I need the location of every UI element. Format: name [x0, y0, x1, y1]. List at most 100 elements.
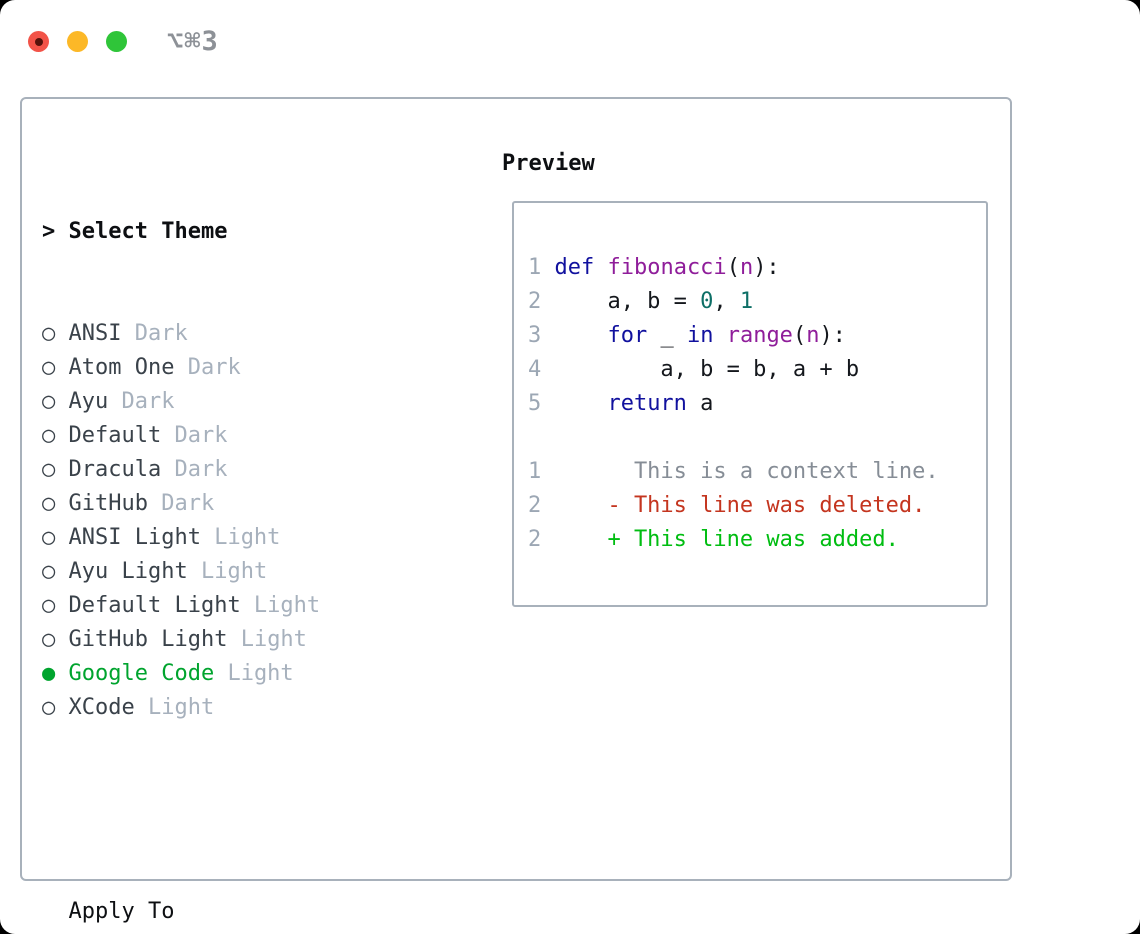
preview-line: 2 + This line was added.	[528, 523, 974, 557]
code-token-lit: 1	[739, 289, 754, 314]
code-token-pln: ,	[713, 289, 740, 314]
code-token-kw: in	[686, 323, 714, 348]
select-theme-header: > Select Theme	[42, 215, 472, 249]
radio-icon: ○	[42, 321, 69, 346]
minimize-button[interactable]	[67, 31, 88, 52]
code-token-kw: def	[554, 255, 595, 280]
radio-icon: ○	[42, 355, 69, 380]
line-number: 1	[528, 255, 542, 280]
spacer	[42, 793, 472, 827]
radio-icon: ○	[42, 423, 69, 448]
code-token-pln: _	[647, 323, 687, 348]
preview-line: 2 a, b = 0, 1	[528, 285, 974, 319]
preview-line: 5 return a	[528, 387, 974, 421]
preview-line: 1 This is a context line.	[528, 455, 974, 489]
theme-option-default-light[interactable]: ○ Default Light Light	[42, 589, 472, 623]
option-label: XCode	[68, 695, 135, 720]
option-variant-label: Light	[227, 627, 307, 652]
option-label: GitHub Light	[68, 627, 228, 652]
radio-selected-icon: ●	[42, 661, 69, 686]
preview-line: 3 for _ in range(n):	[528, 319, 974, 353]
preview-line: 4 a, b = b, a + b	[528, 353, 974, 387]
preview-title: Preview	[502, 151, 595, 176]
code-token-typ: n	[806, 323, 820, 348]
preview-line: 1 def fibonacci(n):	[528, 251, 974, 285]
theme-option-default[interactable]: ○ Default Dark	[42, 419, 472, 453]
option-label: Ayu Light	[68, 559, 188, 584]
code-token-del: - This line was deleted.	[554, 493, 926, 518]
code-token-pln: a, b =	[554, 289, 701, 314]
radio-icon: ○	[42, 491, 69, 516]
option-variant-label: Dark	[121, 321, 188, 346]
code-token-pln: (	[726, 255, 740, 280]
prompt-icon: >	[42, 219, 56, 244]
option-label: Google Code	[68, 661, 215, 686]
apply-to-header: Apply To	[42, 895, 472, 929]
option-variant-label: Dark	[174, 355, 241, 380]
code-token-pln: a, b = b, a + b	[554, 357, 860, 382]
theme-option-ansi-light[interactable]: ○ ANSI Light Light	[42, 521, 472, 555]
radio-icon: ○	[42, 695, 69, 720]
window-shortcut-label: ⌥⌘3	[167, 26, 219, 57]
code-token-pln: a	[686, 391, 714, 416]
option-label: Default	[68, 423, 162, 448]
option-variant-label: Dark	[161, 457, 228, 482]
option-variant-label: Dark	[108, 389, 175, 414]
select-theme-title: Select Theme	[68, 219, 228, 244]
code-token-pln	[594, 255, 607, 280]
option-label: GitHub	[68, 491, 148, 516]
option-label: Ayu	[68, 389, 109, 414]
option-label: Dracula	[68, 457, 162, 482]
option-variant-label: Light	[134, 695, 215, 720]
theme-option-google-code[interactable]: ● Google Code Light	[42, 657, 472, 691]
option-variant-label: Dark	[161, 423, 228, 448]
theme-option-atom-one[interactable]: ○ Atom One Dark	[42, 351, 472, 385]
option-label: ANSI Light	[68, 525, 201, 550]
option-label: Default Light	[68, 593, 241, 618]
theme-list: ○ ANSI Dark○ Atom One Dark○ Ayu Dark○ De…	[42, 317, 472, 725]
theme-option-xcode[interactable]: ○ XCode Light	[42, 691, 472, 725]
title-bar: ⌥⌘3	[28, 26, 219, 57]
option-label: ANSI	[68, 321, 122, 346]
line-number: 5	[528, 391, 542, 416]
theme-picker-column: > Select Theme ○ ANSI Dark○ Atom One Dar…	[42, 147, 472, 934]
line-number: 4	[528, 357, 542, 382]
option-variant-label: Dark	[147, 491, 215, 516]
code-token-kw: return	[607, 391, 687, 416]
option-variant-label: Light	[187, 559, 268, 584]
code-token-typ: n	[739, 255, 754, 280]
preview-line: 2 - This line was deleted.	[528, 489, 974, 523]
theme-option-dracula[interactable]: ○ Dracula Dark	[42, 453, 472, 487]
close-button[interactable]	[28, 31, 49, 52]
code-token-kw: for	[607, 323, 648, 348]
code-token-pln: ):	[819, 323, 846, 348]
radio-icon: ○	[42, 559, 69, 584]
option-variant-label: Light	[214, 661, 294, 686]
option-label: Atom One	[68, 355, 175, 380]
radio-icon: ○	[42, 389, 69, 414]
code-token-lit: 0	[700, 289, 714, 314]
radio-icon: ○	[42, 457, 69, 482]
zoom-button[interactable]	[106, 31, 127, 52]
line-number: 1	[528, 459, 542, 484]
code-token-pln	[713, 323, 726, 348]
option-variant-label: Light	[240, 593, 321, 618]
theme-option-ansi[interactable]: ○ ANSI Dark	[42, 317, 472, 351]
code-token-typ: fibonacci	[607, 255, 727, 280]
line-number: 2	[528, 493, 542, 518]
code-token-pln	[554, 391, 607, 416]
radio-icon: ○	[42, 593, 69, 618]
theme-option-ayu[interactable]: ○ Ayu Dark	[42, 385, 472, 419]
code-token-pln: (	[792, 323, 807, 348]
theme-option-github-light[interactable]: ○ GitHub Light Light	[42, 623, 472, 657]
theme-option-ayu-light[interactable]: ○ Ayu Light Light	[42, 555, 472, 589]
code-token-pln: ):	[753, 255, 780, 280]
code-token-pln	[554, 323, 607, 348]
theme-picker-panel: > Select Theme ○ ANSI Dark○ Atom One Dar…	[20, 97, 1012, 924]
theme-option-github[interactable]: ○ GitHub Dark	[42, 487, 472, 521]
code-token-ctx: This is a context line.	[554, 459, 939, 484]
code-token-add: + This line was added.	[554, 527, 899, 552]
